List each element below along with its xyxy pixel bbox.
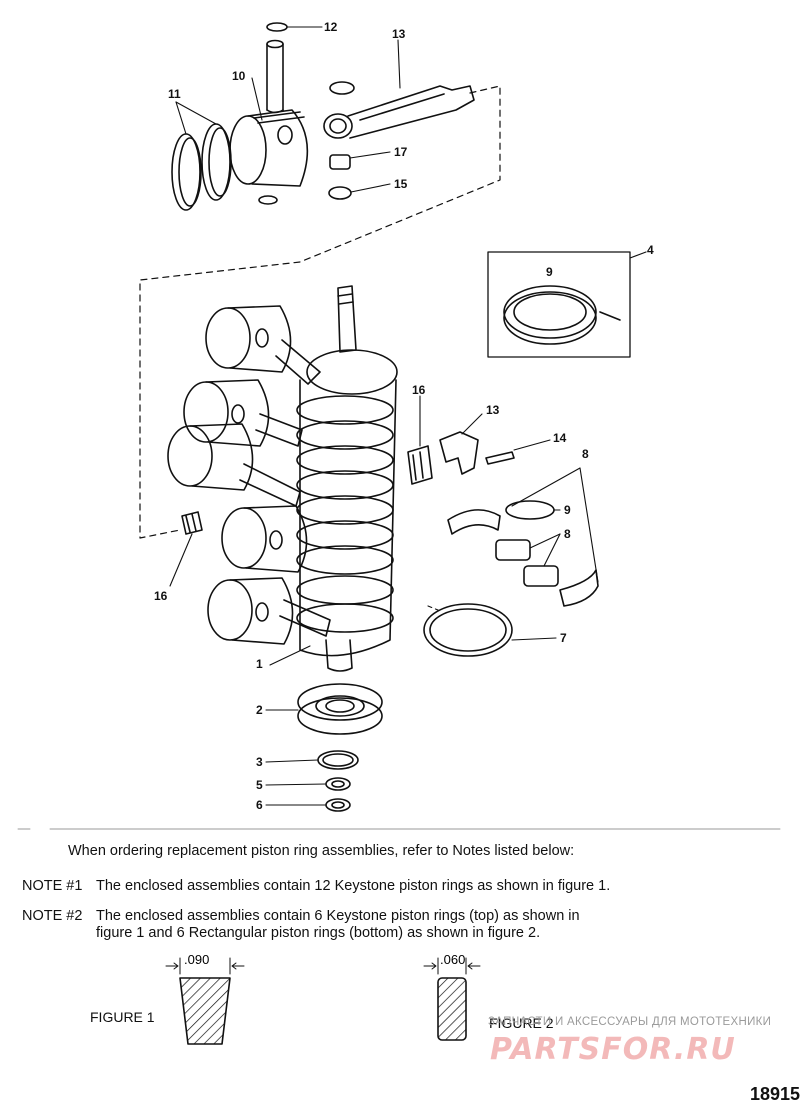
- watermark-text: ЗАПЧАСТИ И АКСЕССУАРЫ ДЛЯ МОТОТЕХНИКИ: [488, 1016, 772, 1028]
- washer-bottom: [325, 798, 351, 812]
- note-1-label: NOTE #1: [22, 878, 83, 894]
- callout-12: 12: [324, 20, 338, 34]
- callout-13-top: 13: [392, 27, 406, 41]
- callout-7: 7: [560, 631, 567, 645]
- rod-cap-group: [407, 431, 515, 485]
- washer-small: [325, 777, 351, 791]
- callout-8-top: 8: [582, 447, 589, 461]
- callout-17: 17: [394, 145, 408, 159]
- callout-16-left: 16: [154, 589, 168, 603]
- retaining-ring: [423, 603, 513, 657]
- callout-11: 11: [168, 87, 181, 101]
- callout-9: 9: [564, 503, 571, 517]
- seal-inset-box: [487, 251, 631, 358]
- figure-2-dimension: .060: [440, 952, 465, 967]
- callout-15: 15: [394, 177, 408, 191]
- needle-bearing-small: [328, 154, 352, 200]
- document-number: 18915: [750, 1084, 800, 1104]
- piston-top: [229, 109, 309, 205]
- note-2-line-2: figure 1 and 6 Rectangular piston rings …: [96, 925, 541, 941]
- piston-assembly-5: [207, 577, 331, 645]
- ball-bearing: [297, 683, 383, 735]
- callout-16-right: 16: [412, 383, 426, 397]
- snap-ring: [317, 750, 359, 770]
- piston-assembly-2: [183, 379, 303, 447]
- figure-1-label: FIGURE 1: [90, 1009, 155, 1025]
- bearing-halves: [447, 500, 599, 607]
- piston-assembly-3: [167, 423, 301, 507]
- callout-1: 1: [256, 657, 263, 671]
- callout-2: 2: [256, 703, 263, 717]
- figure-1-cross-section: [165, 957, 245, 1045]
- callout-10: 10: [232, 69, 246, 83]
- figure-2-label: FIGURE 2: [489, 1015, 554, 1031]
- callout-5: 5: [256, 778, 263, 792]
- note-1-text: The enclosed assemblies contain 12 Keyst…: [96, 878, 611, 894]
- piston-assembly-1: [205, 305, 321, 385]
- crankshaft: [296, 285, 398, 672]
- note-2-label: NOTE #2: [22, 908, 83, 924]
- callout-9-inset: 9: [546, 265, 553, 279]
- connecting-rod: [323, 81, 475, 139]
- figure-1-dimension: .090: [184, 952, 209, 967]
- note-2-line-1: The enclosed assemblies contain 6 Keysto…: [96, 908, 580, 924]
- watermark-logo: PARTSFOR.RU: [490, 1032, 736, 1067]
- callout-14: 14: [553, 431, 567, 445]
- callout-13-right: 13: [486, 403, 500, 417]
- pin-retainer-ring: [266, 22, 288, 32]
- callout-4: 4: [647, 243, 654, 257]
- bearing-half-left: [181, 511, 203, 535]
- callout-6: 6: [256, 798, 263, 812]
- figure-2-cross-section: [423, 957, 481, 1041]
- piston-assembly-4: [221, 505, 308, 573]
- leader-lines: [169, 26, 647, 806]
- callout-8: 8: [564, 527, 571, 541]
- piston-pin: [266, 39, 284, 114]
- piston-rings: [171, 123, 232, 211]
- notes-intro: When ordering replacement piston ring as…: [68, 843, 575, 859]
- callout-3: 3: [256, 755, 263, 769]
